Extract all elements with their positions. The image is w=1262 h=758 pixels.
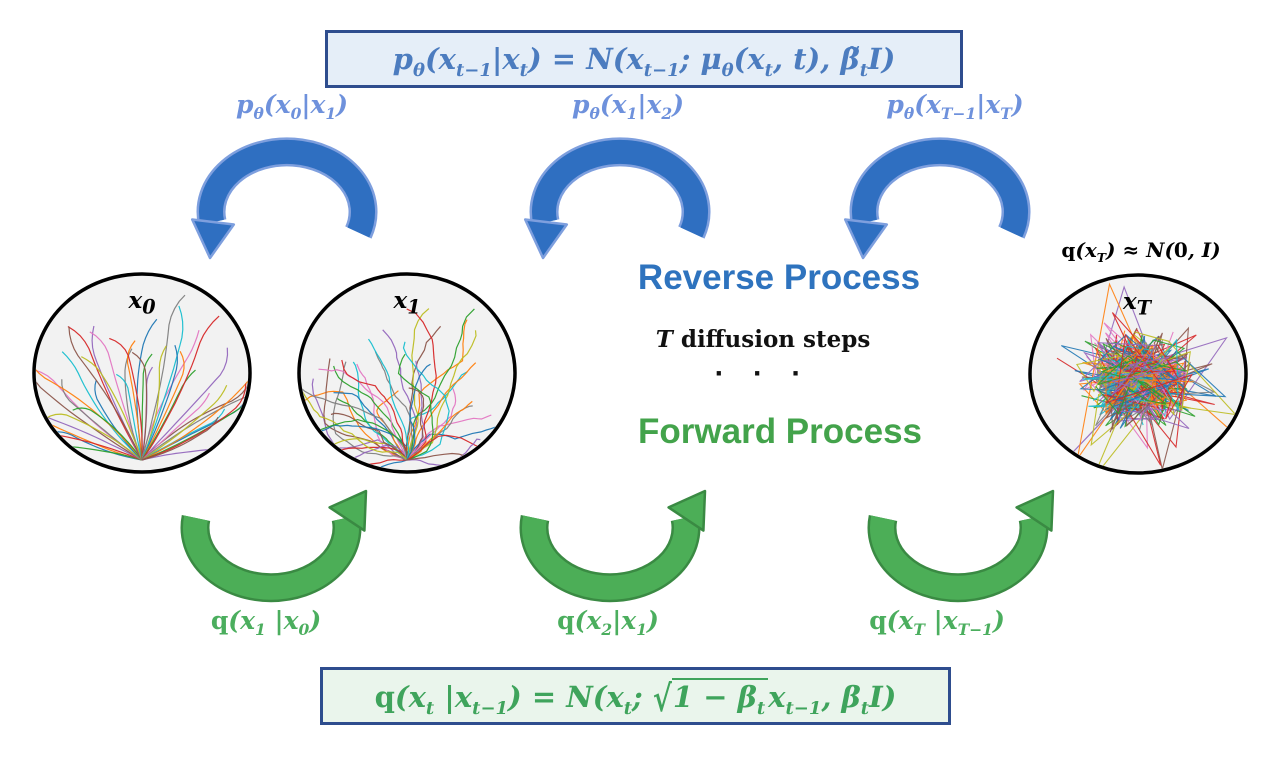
forward-process-title: Forward Process <box>638 412 922 451</box>
reverse-step-label-2: pθ(x1|x2) <box>572 90 684 123</box>
reverse-arrow-icon <box>523 137 711 260</box>
forward-step-label-1: q(x1 |x0) <box>210 606 322 639</box>
reverse-process-title: Reverse Process <box>637 258 921 297</box>
diffusion-steps-note: T diffusion steps <box>656 326 871 353</box>
state-label-x1: x1 <box>393 287 421 319</box>
forward-arrow-icon <box>867 489 1055 603</box>
forward-step-label-3: q(xT |xT−1) <box>869 606 1005 639</box>
t-variable: T <box>655 326 673 353</box>
forward-arrow-icon <box>180 489 368 603</box>
reverse-arrow-icon <box>190 137 378 260</box>
state-circle-xT <box>1028 273 1248 475</box>
state-label-xT: xT <box>1123 288 1151 320</box>
reverse-formula-box: pθ(xt−1|xt) = N(xt−1; μθ(xt, t), β̃tI) <box>325 30 963 88</box>
terminal-distribution-annotation: q(xT) ≈ N(0, I) <box>1061 238 1221 265</box>
forward-arrow-icon <box>519 489 707 603</box>
reverse-step-label-1: pθ(x0|x1) <box>236 90 348 123</box>
state-circle-x0 <box>32 272 252 474</box>
state-label-x0: x0 <box>128 287 156 319</box>
reverse-step-label-3: pθ(xT−1|xT) <box>886 90 1024 123</box>
forward-step-label-2: q(x2|x1) <box>557 606 659 639</box>
reverse-formula: pθ(xt−1|xt) = N(xt−1; μθ(xt, t), β̃tI) <box>392 42 896 81</box>
reverse-arrow-icon <box>843 137 1031 260</box>
state-circle-x1 <box>297 272 517 474</box>
diffusion-steps-text: diffusion steps <box>672 326 871 353</box>
ellipsis-dots: · · · <box>714 357 812 390</box>
